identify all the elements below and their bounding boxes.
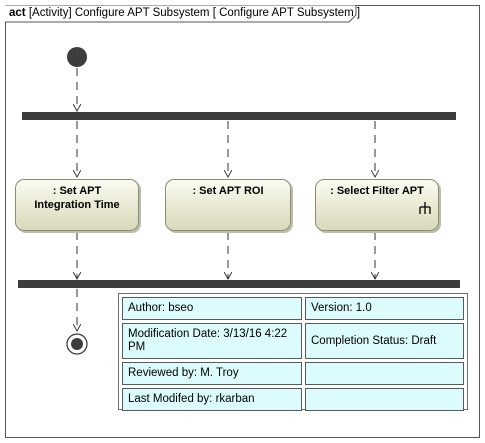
- reviewed-value-cell: [305, 362, 464, 385]
- fork-bar[interactable]: [22, 112, 456, 120]
- join-bar[interactable]: [18, 280, 460, 288]
- action-set-apt-roi[interactable]: : Set APT ROI: [165, 179, 291, 231]
- info-table: Author: bseo Version: 1.0 Modification D…: [119, 294, 467, 414]
- activity-final-node[interactable]: [66, 333, 88, 355]
- frame-keyword: act: [9, 7, 26, 19]
- action-label-line1: : Select Filter APT: [330, 185, 424, 197]
- action-label-line1: : Set APT ROI: [192, 185, 264, 197]
- table-row: Last Modifed by: rkarban: [122, 388, 464, 411]
- action-set-apt-integration-time[interactable]: : Set APT Integration Time: [15, 179, 139, 231]
- last-modified-value-cell: [305, 388, 464, 411]
- author-cell: Author: bseo: [122, 297, 302, 320]
- table-row: Modification Date: 3/13/16 4:22 PM Compl…: [122, 323, 464, 359]
- table-row: Author: bseo Version: 1.0: [122, 297, 464, 320]
- rake-icon: [419, 202, 431, 214]
- action-select-filter-apt[interactable]: : Select Filter APT: [315, 179, 439, 231]
- modification-date-cell: Modification Date: 3/13/16 4:22 PM: [122, 323, 302, 359]
- version-cell: Version: 1.0: [305, 297, 464, 320]
- completion-status-cell: Completion Status: Draft: [305, 323, 464, 359]
- frame-header: act [Activity] Configure APT Subsystem […: [5, 5, 360, 23]
- action-label-line1: : Set APT: [52, 185, 102, 197]
- frame-title: act [Activity] Configure APT Subsystem […: [9, 7, 360, 19]
- action-label-line2: Integration Time: [34, 199, 120, 211]
- frame-tab-shape: [5, 5, 357, 23]
- table-row: Reviewed by: M. Troy: [122, 362, 464, 385]
- reviewed-by-cell: Reviewed by: M. Troy: [122, 362, 302, 385]
- frame-title-text: [Activity] Configure APT Subsystem [ Con…: [28, 7, 361, 19]
- last-modified-by-cell: Last Modifed by: rkarban: [122, 388, 302, 411]
- initial-node[interactable]: [67, 47, 87, 67]
- diagram-info-table: Author: bseo Version: 1.0 Modification D…: [118, 293, 468, 411]
